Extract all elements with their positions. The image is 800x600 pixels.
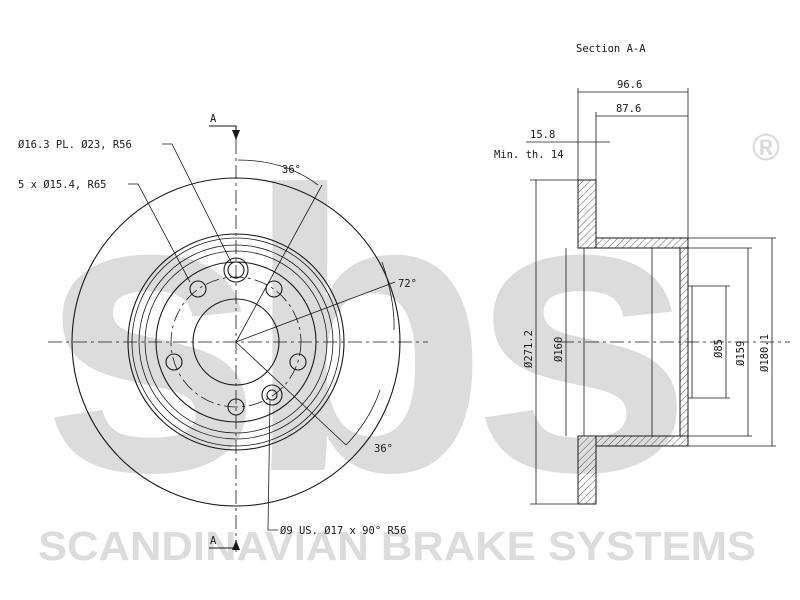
bolt-hole bbox=[265, 280, 283, 298]
hat-outer-edge bbox=[127, 233, 345, 451]
dim-outer-diameter: Ø271.2 bbox=[523, 330, 535, 368]
centering-hole bbox=[227, 261, 245, 279]
callout-bolt-holes: 5 x Ø15.4, R65 bbox=[18, 179, 107, 191]
callout-small-hole: Ø9 US. Ø17 x 90° R56 bbox=[280, 525, 406, 537]
brand-name-watermark: SCANDINAVIAN BRAKE SYSTEMS bbox=[38, 523, 756, 569]
angle-label-top: 36° bbox=[282, 164, 301, 176]
leader-bolt-holes bbox=[128, 183, 191, 283]
angle-radial-right bbox=[235, 281, 396, 343]
dim-hat-outer-diameter: Ø180.1 bbox=[759, 334, 771, 372]
leader-center-hole bbox=[162, 143, 233, 265]
hat-flange bbox=[679, 247, 689, 437]
center-bore-edge bbox=[688, 285, 693, 399]
angle-label-bottom: 36° bbox=[374, 443, 393, 455]
hat-step bbox=[138, 244, 334, 440]
angle-arc-top bbox=[237, 159, 319, 186]
disc-outer-edge bbox=[71, 177, 401, 507]
angle-arc-right bbox=[381, 261, 395, 331]
angle-radial-bottom bbox=[235, 341, 347, 446]
small-hole bbox=[266, 389, 278, 401]
angle-radial-top bbox=[235, 184, 323, 343]
section-title: Section A-A bbox=[576, 43, 646, 55]
section-view: Section A-A 96.6 87.6 15.8 Min. th. 14 bbox=[494, 43, 790, 505]
section-marker-top: A bbox=[210, 113, 217, 125]
bolt-hole bbox=[227, 398, 245, 416]
dim-min-thickness: Min. th. 14 bbox=[494, 149, 564, 161]
bolt-hole bbox=[289, 353, 307, 371]
front-view: A A Ø16.3 PL. Ø23, R56 5 x Ø15.4, R65 Ø9… bbox=[18, 113, 428, 552]
dim-hat-diameter: Ø159 bbox=[735, 341, 747, 366]
bolt-hole bbox=[165, 353, 183, 371]
dim-hat-inner-diameter: Ø160 bbox=[553, 337, 565, 362]
dim-hat-depth: 87.6 bbox=[616, 103, 641, 115]
hat-step-inner bbox=[144, 250, 328, 434]
leader-small-hole bbox=[267, 399, 278, 531]
small-hole-countersink bbox=[261, 384, 283, 406]
hat-web-upper bbox=[595, 237, 689, 249]
hat-web-lower bbox=[595, 435, 689, 447]
registered-mark: ® bbox=[752, 127, 780, 169]
section-arrow-bottom-icon bbox=[232, 540, 240, 550]
bolt-circle bbox=[170, 276, 302, 408]
dim-overall-width: 96.6 bbox=[617, 79, 642, 91]
friction-ring-upper bbox=[577, 179, 597, 249]
center-bore bbox=[192, 298, 280, 386]
section-arrow-top-icon bbox=[232, 130, 240, 140]
angle-label-right: 72° bbox=[398, 278, 417, 290]
bolt-hole bbox=[189, 280, 207, 298]
centering-hole-countersink bbox=[223, 257, 249, 283]
section-marker-bottom: A bbox=[210, 535, 217, 547]
callout-center-hole: Ø16.3 PL. Ø23, R56 bbox=[18, 139, 132, 151]
dim-center-bore: Ø85 bbox=[713, 339, 725, 358]
dim-thickness: 15.8 bbox=[530, 129, 555, 141]
friction-ring-lower bbox=[577, 435, 597, 505]
hat-outer-edge-inner bbox=[131, 237, 341, 447]
angle-arc-bottom bbox=[345, 389, 381, 446]
